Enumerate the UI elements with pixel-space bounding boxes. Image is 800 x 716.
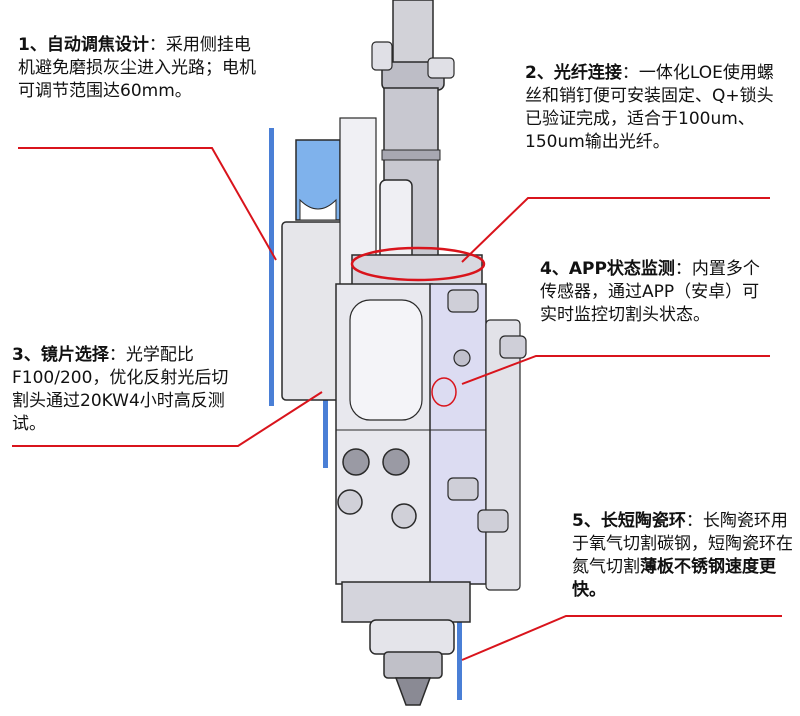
callout-heading: 5、长短陶瓷环 xyxy=(572,511,686,531)
callout-text: ：内置多个传感器，通过APP（安卓）可实时监控切割头状态。 xyxy=(540,259,760,325)
sensor-highlight-ellipse xyxy=(431,377,457,407)
adjust-knob xyxy=(382,448,410,476)
adjust-knob xyxy=(337,489,363,515)
leader-line-5 xyxy=(461,615,782,661)
main-body-side xyxy=(429,283,487,585)
connector-highlight-ellipse xyxy=(350,246,486,282)
fiber-cable xyxy=(392,0,434,71)
callout-fiber-connection: 2、光纤连接：一体化LOE使用螺丝和销钉便可安装固定、Q+锁头已验证完成，适合于… xyxy=(525,62,775,154)
nozzle-tip xyxy=(394,677,432,706)
callout-app-monitoring: 4、APP状态监测：内置多个传感器，通过APP（安卓）可实时监控切割头状态。 xyxy=(540,258,770,327)
gas-fitting xyxy=(447,477,479,501)
callout-heading: 3、镜片选择 xyxy=(12,345,109,365)
callout-heading: 1、自动调焦设计 xyxy=(18,35,149,55)
motor-housing-cap xyxy=(299,198,337,221)
status-window xyxy=(349,299,423,421)
callout-text: ：一体化LOE使用螺丝和销钉便可安装固定、Q+锁头已验证完成，适合于100um、… xyxy=(525,63,774,152)
fiber-nozzle-left xyxy=(371,41,393,71)
adjust-knob xyxy=(391,503,417,529)
ceramic-ring xyxy=(383,651,443,679)
upper-block xyxy=(351,254,483,288)
callout-text: ：光学配比F100/200，优化反射光后切割头通过20KW4小时高反测试。 xyxy=(12,345,229,434)
callout-text: ：长陶瓷环用于氧气切割碳钢，短陶瓷环在氮气切割 xyxy=(572,511,793,577)
fiber-tube-band xyxy=(381,149,441,161)
leader-line-1 xyxy=(18,147,277,261)
callout-heading: 2、光纤连接 xyxy=(525,63,622,83)
callout-text: ：采用侧挂电机避免磨损灰尘进入光路；电机可调节范围达60mm。 xyxy=(18,35,256,101)
fiber-nozzle-right xyxy=(427,57,455,79)
adjust-knob xyxy=(342,448,370,476)
nozzle-ring xyxy=(369,619,455,655)
leader-line-3 xyxy=(12,391,323,447)
blue-accent-bar xyxy=(269,128,274,406)
callout-heading: 4、APP状态监测 xyxy=(540,259,675,279)
side-cover xyxy=(281,221,345,401)
lower-body xyxy=(341,581,471,623)
gas-fitting xyxy=(447,289,479,313)
gas-fitting xyxy=(499,335,527,359)
callout-auto-focus: 1、自动调焦设计：采用侧挂电机避免磨损灰尘进入光路；电机可调节范围达60mm。 xyxy=(18,34,258,103)
callout-ceramic-ring: 5、长短陶瓷环：长陶瓷环用于氧气切割碳钢，短陶瓷环在氮气切割薄板不锈钢速度更快。 xyxy=(572,510,794,602)
leader-line-4 xyxy=(461,355,770,385)
gas-fitting xyxy=(477,509,509,533)
callout-lens-selection: 3、镜片选择：光学配比F100/200，优化反射光后切割头通过20KW4小时高反… xyxy=(12,344,230,436)
sensor-port xyxy=(453,349,471,367)
side-bracket xyxy=(485,319,521,591)
callout-bold-text: 薄板不锈钢速度更快。 xyxy=(572,557,776,600)
leader-line-2 xyxy=(461,197,770,263)
blue-accent-bar xyxy=(457,620,462,700)
